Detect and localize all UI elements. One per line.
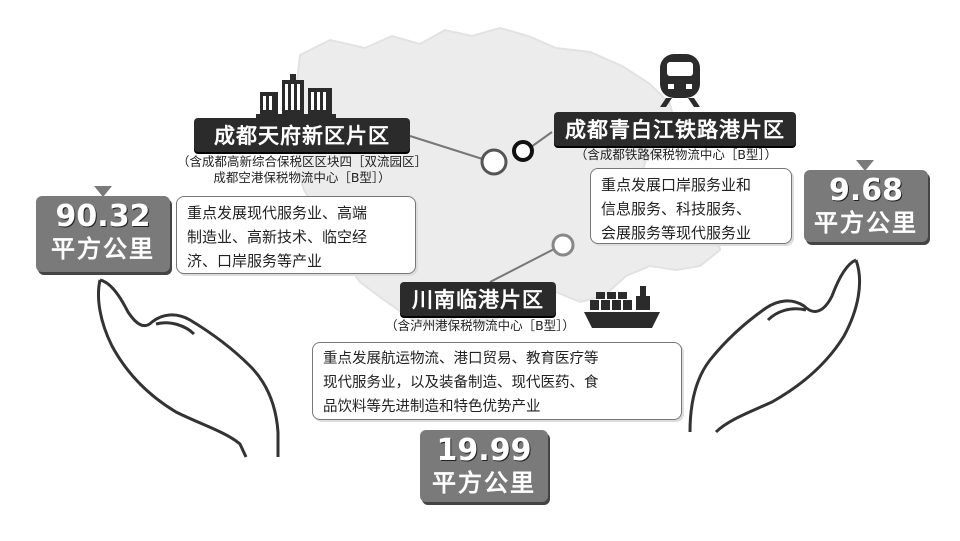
- zone-subtitle-qingbaijiang-line1: （含成都铁路保税物流中心［B型］）: [574, 147, 778, 162]
- zone-description-qingbaijiang: 重点发展口岸服务业和 信息服务、科技服务、 会展服务等现代服务业: [590, 168, 792, 244]
- desc-line: 现代服务业，以及装备制造、现代医药、食: [323, 375, 599, 391]
- badge-pointer: [856, 160, 874, 171]
- zone-description-chuannan: 重点发展航运物流、港口贸易、教育医疗等 现代服务业，以及装备制造、现代医药、食 …: [312, 342, 682, 420]
- desc-line: 品饮料等先进制造和特色优势产业: [323, 399, 541, 415]
- zone-subtitle-tianfu: （含成都高新综合保税区区块四［双流园区］ 成都空港保税物流中心［B型］）: [152, 154, 452, 186]
- location-dot-chuannan: [551, 233, 575, 257]
- zone-subtitle-tianfu-line2: 成都空港保税物流中心［B型］）: [213, 170, 391, 185]
- location-dot-tianfu: [480, 148, 508, 176]
- zone-subtitle-qingbaijiang: （含成都铁路保税物流中心［B型］）: [546, 147, 806, 163]
- desc-line: 制造业、高新技术、临空经: [187, 228, 368, 246]
- desc-line: 济、口岸服务等产业: [187, 252, 323, 270]
- train-icon: [660, 54, 700, 107]
- area-badge-tianfu: 90.32 平方公里: [36, 196, 170, 272]
- left-hand-illustration: [97, 278, 280, 458]
- city-building-icon: [256, 74, 336, 119]
- desc-line: 重点发展现代服务业、高端: [187, 204, 368, 222]
- desc-line: 会展服务等现代服务业: [601, 224, 752, 242]
- area-value-tianfu: 90.32: [55, 199, 151, 234]
- area-badge-qingbaijiang: 9.68 平方公里: [804, 170, 928, 242]
- area-value-qingbaijiang: 9.68: [828, 173, 904, 208]
- zone-title-chuannan: 川南临港片区: [400, 282, 556, 316]
- area-unit-chuannan: 平方公里: [432, 469, 536, 497]
- cargo-ship-icon: [584, 286, 660, 328]
- desc-line: 重点发展口岸服务业和: [601, 176, 752, 194]
- zone-subtitle-chuannan-line1: （含泸州港保税物流中心［B型］）: [385, 318, 575, 333]
- zone-description-tianfu: 重点发展现代服务业、高端 制造业、高新技术、临空经 济、口岸服务等产业: [176, 196, 416, 274]
- connector-line-tianfu: [409, 135, 493, 163]
- area-value-chuannan: 19.99: [436, 433, 532, 468]
- badge-pointer: [94, 186, 112, 197]
- area-unit-qingbaijiang: 平方公里: [814, 209, 918, 237]
- zone-title-tianfu: 成都天府新区片区: [194, 118, 410, 152]
- zone-subtitle-chuannan: （含泸州港保税物流中心［B型］）: [360, 318, 600, 334]
- area-badge-chuannan: 19.99 平方公里: [420, 430, 548, 502]
- connector-line-chuannan: [489, 245, 561, 283]
- right-hand-illustration: [688, 258, 862, 434]
- zone-title-qingbaijiang: 成都青白江铁路港片区: [554, 112, 796, 146]
- desc-line: 重点发展航运物流、港口贸易、教育医疗等: [323, 351, 599, 367]
- area-unit-tianfu: 平方公里: [51, 235, 155, 263]
- zone-subtitle-tianfu-line1: （含成都高新综合保税区区块四［双流园区］: [176, 154, 427, 169]
- location-dot-qingbaijiang: [512, 140, 534, 162]
- desc-line: 信息服务、科技服务、: [601, 200, 752, 218]
